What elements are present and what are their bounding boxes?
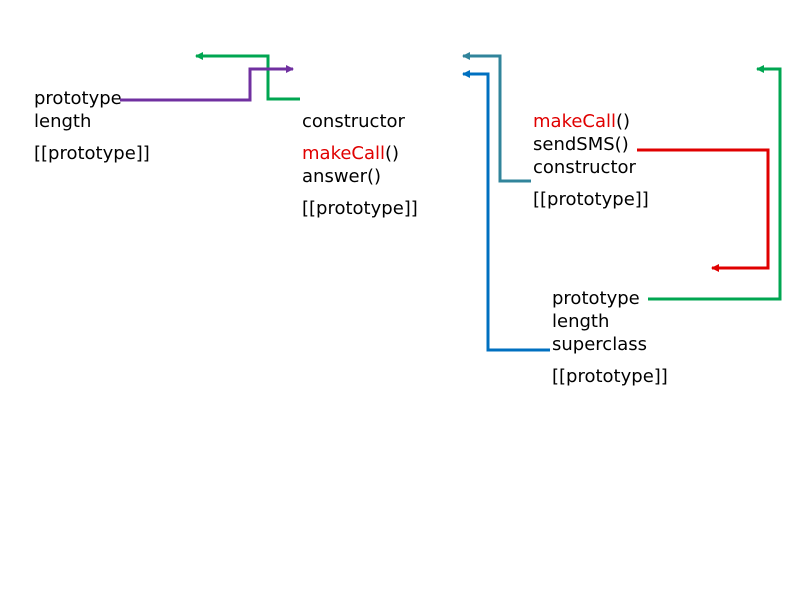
- constructor-field: constructor: [533, 157, 636, 178]
- makecall-parens: (): [385, 143, 400, 164]
- function-object-d: prototype length superclass [[prototype]…: [552, 287, 668, 388]
- prototype-object-b: constructor makeCall() answer() [[protot…: [302, 110, 418, 220]
- constructor-field: constructor: [302, 111, 405, 132]
- function-object-a: prototype length [[prototype]]: [34, 87, 150, 165]
- prototype-field: prototype: [552, 288, 640, 309]
- length-field: length: [552, 311, 610, 332]
- length-field: length: [34, 111, 92, 132]
- superclass-field: superclass: [552, 334, 647, 355]
- makecall-method: makeCall(): [302, 142, 418, 165]
- green-arrow-constructor-to-function-a: [195, 52, 300, 101]
- internal-prototype-slot: [[prototype]]: [302, 198, 418, 219]
- prototype-object-c: makeCall() sendSMS() constructor [[proto…: [533, 110, 649, 211]
- makecall-parens: (): [616, 111, 631, 132]
- makecall-name: makeCall: [302, 143, 386, 164]
- makecall-name: makeCall: [533, 111, 617, 132]
- makecall-method: makeCall(): [533, 110, 649, 133]
- green-arrow-prototype-to-object-c: [648, 65, 782, 301]
- prototype-field: prototype: [34, 88, 122, 109]
- sendsms-method: sendSMS(): [533, 134, 629, 155]
- teal-arrow-constructor-up: [462, 52, 531, 183]
- internal-prototype-slot: [[prototype]]: [552, 366, 668, 387]
- internal-prototype-slot: [[prototype]]: [533, 189, 649, 210]
- answer-method: answer(): [302, 166, 382, 187]
- internal-prototype-slot: [[prototype]]: [34, 143, 150, 164]
- red-arrow-sendsms-to-function-d: [637, 148, 770, 272]
